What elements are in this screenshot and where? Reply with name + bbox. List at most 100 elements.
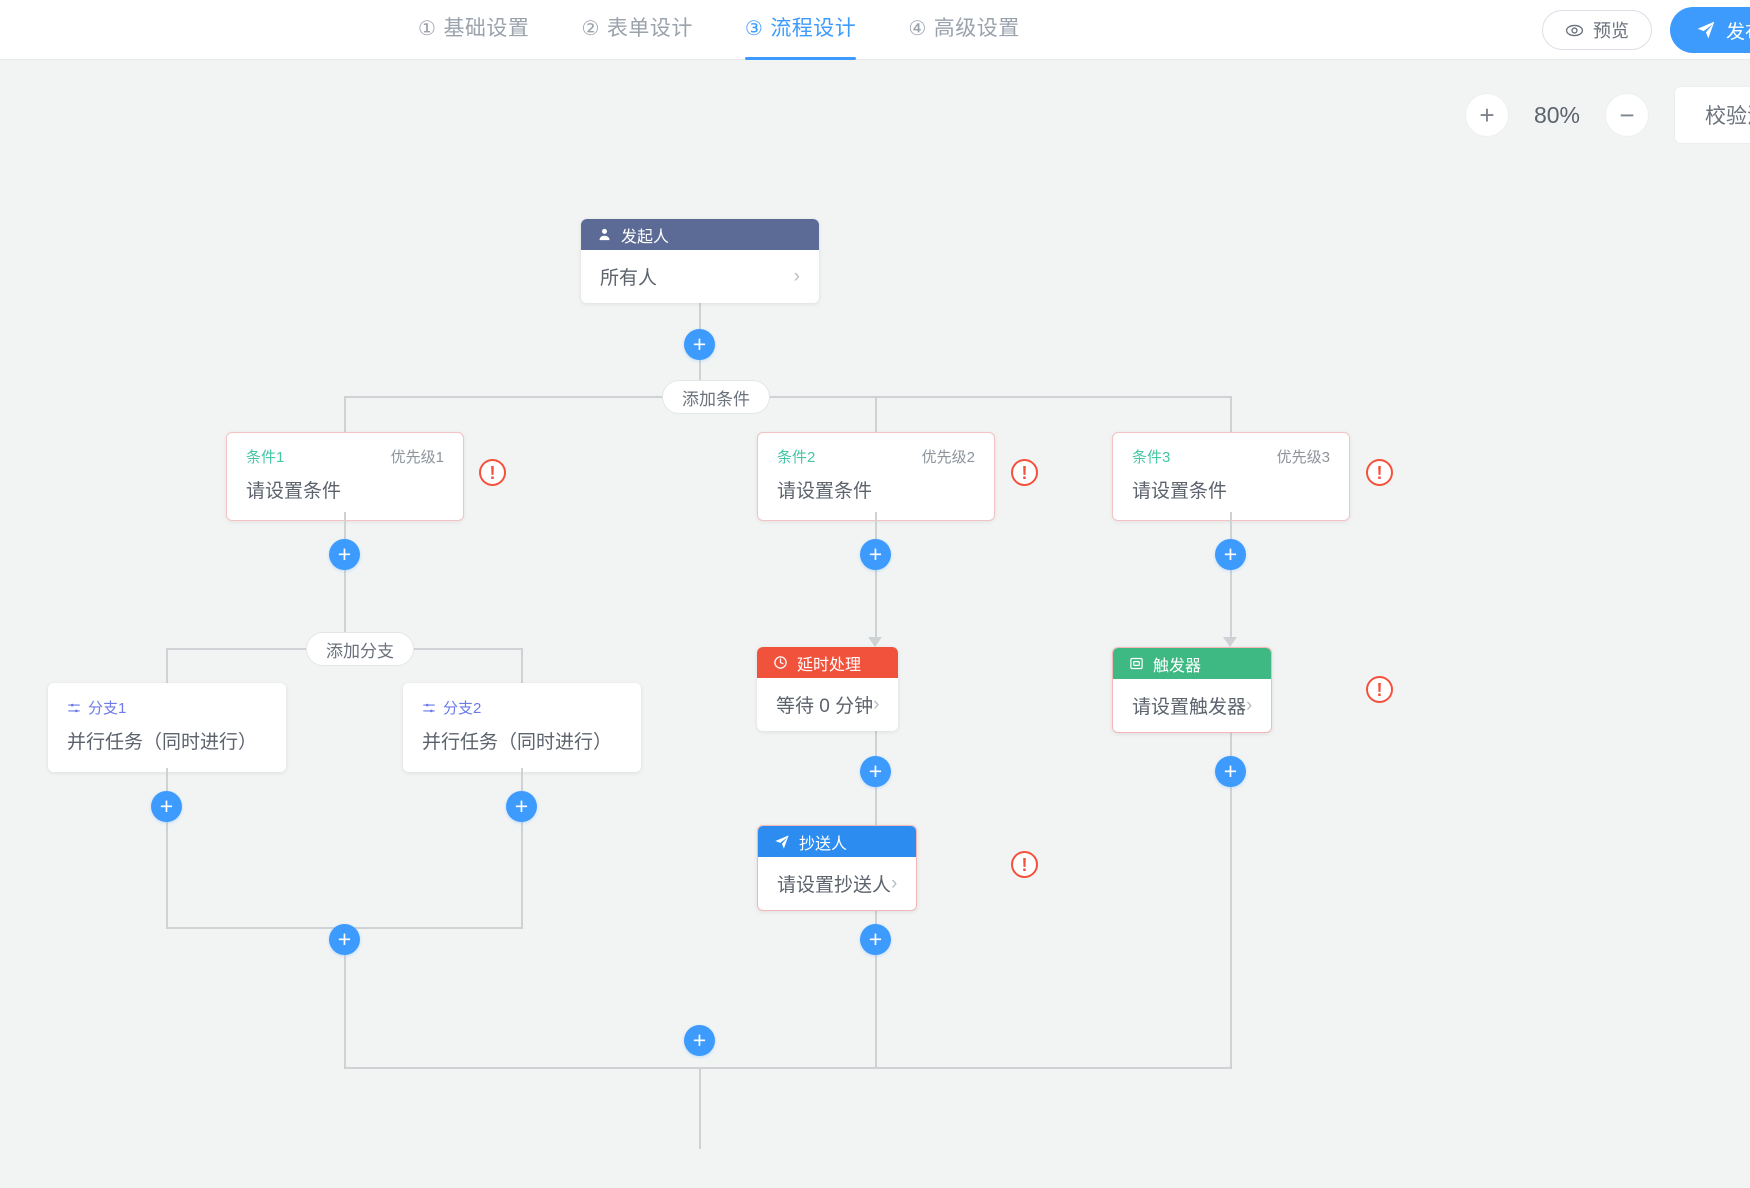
flow-canvas[interactable]: 发起人 所有人 › + 添加条件 条件1 优先级1 请设置条件 ! 条件2 优先… xyxy=(0,61,1750,1188)
node-condition-1-header: 条件1 优先级1 xyxy=(227,433,463,467)
node-delay-title: 延时处理 xyxy=(797,656,862,674)
connector-column1-down xyxy=(344,927,346,1069)
node-branch-2[interactable]: 分支2 并行任务（同时进行） xyxy=(403,683,641,772)
add-node-button-after-cc[interactable]: + xyxy=(860,924,891,955)
node-branch-2-value: 并行任务（同时进行） xyxy=(422,732,613,753)
connector-cc-down xyxy=(875,909,877,1069)
node-condition-1-value: 请设置条件 xyxy=(246,481,342,502)
connector-final-down xyxy=(699,1067,701,1149)
zoom-level: 80% xyxy=(1533,101,1581,128)
add-node-button-after-branches[interactable]: + xyxy=(329,924,360,955)
chevron-right-icon: › xyxy=(891,872,898,894)
warning-icon-trigger[interactable]: ! xyxy=(1366,676,1393,703)
node-cc-value: 请设置抄送人 xyxy=(777,875,892,896)
node-initiator-value: 所有人 xyxy=(600,268,658,289)
step-label: 表单设计 xyxy=(606,16,693,40)
connector-to-condition-3 xyxy=(1230,396,1232,433)
step-number: ④ xyxy=(908,17,927,40)
preview-label: 预览 xyxy=(1592,21,1629,41)
step-label: 流程设计 xyxy=(770,16,857,40)
preview-button[interactable]: 预览 xyxy=(1541,10,1652,50)
add-node-button-end[interactable]: + xyxy=(684,1025,715,1056)
condition-priority: 优先级2 xyxy=(921,449,975,466)
connector-final-merge xyxy=(344,1067,1231,1069)
add-node-button-after-delay[interactable]: + xyxy=(860,756,891,787)
node-condition-2-value: 请设置条件 xyxy=(777,481,873,502)
filter-icon xyxy=(422,701,436,715)
connector-branch1-down xyxy=(166,768,168,928)
node-delay[interactable]: 延时处理 等待 0 分钟 › xyxy=(757,647,899,731)
node-delay-header: 延时处理 xyxy=(757,647,899,678)
node-cc[interactable]: 抄送人 请设置抄送人 › xyxy=(757,825,918,911)
add-node-button-after-condition-1[interactable]: + xyxy=(329,539,360,570)
node-trigger-title: 触发器 xyxy=(1153,657,1202,675)
node-branch-1-header: 分支1 xyxy=(48,683,286,718)
node-delay-body[interactable]: 等待 0 分钟 › xyxy=(757,678,898,731)
flow-stage: 发起人 所有人 › + 添加条件 条件1 优先级1 请设置条件 ! 条件2 优先… xyxy=(0,61,1750,1188)
node-delay-value: 等待 0 分钟 xyxy=(776,696,874,717)
trigger-icon xyxy=(1129,656,1144,671)
node-cc-header: 抄送人 xyxy=(758,826,917,857)
node-condition-2-header: 条件2 优先级2 xyxy=(758,433,994,467)
node-trigger-header: 触发器 xyxy=(1113,648,1272,679)
zoom-in-button[interactable]: + xyxy=(1465,93,1509,137)
add-node-button-after-branch-2[interactable]: + xyxy=(506,791,537,822)
warning-icon-condition-2[interactable]: ! xyxy=(1011,459,1038,486)
condition-name: 条件2 xyxy=(777,449,816,466)
tab-process-design[interactable]: ③ 流程设计 xyxy=(744,0,857,60)
validate-process-button[interactable]: 校验流程 xyxy=(1674,86,1750,144)
add-branch-button[interactable]: 添加分支 xyxy=(306,632,414,666)
warning-icon-condition-1[interactable]: ! xyxy=(479,459,506,486)
step-number: ② xyxy=(581,17,600,40)
send-icon xyxy=(1696,20,1716,40)
send-icon xyxy=(774,834,790,850)
node-initiator-body[interactable]: 所有人 › xyxy=(581,250,819,303)
warning-icon-condition-3[interactable]: ! xyxy=(1366,459,1393,486)
chevron-right-icon: › xyxy=(873,693,880,715)
node-branch-1-value: 并行任务（同时进行） xyxy=(67,732,258,753)
add-node-button-after-trigger[interactable]: + xyxy=(1215,756,1246,787)
connector-condition3-down xyxy=(1230,512,1232,642)
user-icon xyxy=(597,227,612,242)
zoom-out-button[interactable]: − xyxy=(1605,93,1649,137)
add-condition-button[interactable]: 添加条件 xyxy=(662,380,770,414)
step-number: ③ xyxy=(744,17,764,40)
add-node-button-after-branch-1[interactable]: + xyxy=(151,791,182,822)
step-label: 高级设置 xyxy=(933,16,1020,40)
condition-name: 条件1 xyxy=(246,449,285,466)
tab-advanced-settings[interactable]: ④ 高级设置 xyxy=(908,0,1019,60)
node-initiator[interactable]: 发起人 所有人 › xyxy=(581,219,819,303)
node-branch-1[interactable]: 分支1 并行任务（同时进行） xyxy=(48,683,286,772)
node-trigger[interactable]: 触发器 请设置触发器 › xyxy=(1112,647,1273,733)
node-cc-body[interactable]: 请设置抄送人 › xyxy=(758,857,916,910)
step-label: 基础设置 xyxy=(443,16,530,40)
connector-to-condition-1 xyxy=(344,396,346,433)
warning-icon-cc[interactable]: ! xyxy=(1011,851,1038,878)
add-node-button-after-initiator[interactable]: + xyxy=(684,329,715,360)
node-initiator-title: 发起人 xyxy=(621,228,670,246)
clock-icon xyxy=(773,655,788,670)
node-condition-2[interactable]: 条件2 优先级2 请设置条件 xyxy=(757,432,995,521)
connector-delay-down xyxy=(875,731,877,861)
node-condition-3[interactable]: 条件3 优先级3 请设置条件 xyxy=(1112,432,1350,521)
eye-icon xyxy=(1565,21,1584,40)
node-trigger-value: 请设置触发器 xyxy=(1132,697,1247,718)
node-branch-2-header: 分支2 xyxy=(403,683,641,718)
node-trigger-body[interactable]: 请设置触发器 › xyxy=(1113,679,1271,732)
publish-label: 发布 xyxy=(1725,21,1750,43)
tab-form-design[interactable]: ② 表单设计 xyxy=(581,0,692,60)
node-condition-3-header: 条件3 优先级3 xyxy=(1113,433,1349,467)
publish-button[interactable]: 发布 xyxy=(1669,7,1750,53)
filter-icon xyxy=(67,701,81,715)
connector-branch2-down xyxy=(521,768,523,928)
connector-to-condition-2 xyxy=(875,396,877,433)
chevron-right-icon: › xyxy=(1246,694,1253,716)
zoom-toolbar: + 80% − 校验流程 xyxy=(1465,86,1750,144)
add-node-button-after-condition-3[interactable]: + xyxy=(1215,539,1246,570)
arrowhead-to-delay xyxy=(868,637,882,647)
condition-priority: 优先级1 xyxy=(390,449,444,466)
add-node-button-after-condition-2[interactable]: + xyxy=(860,539,891,570)
node-condition-1[interactable]: 条件1 优先级1 请设置条件 xyxy=(226,432,464,521)
